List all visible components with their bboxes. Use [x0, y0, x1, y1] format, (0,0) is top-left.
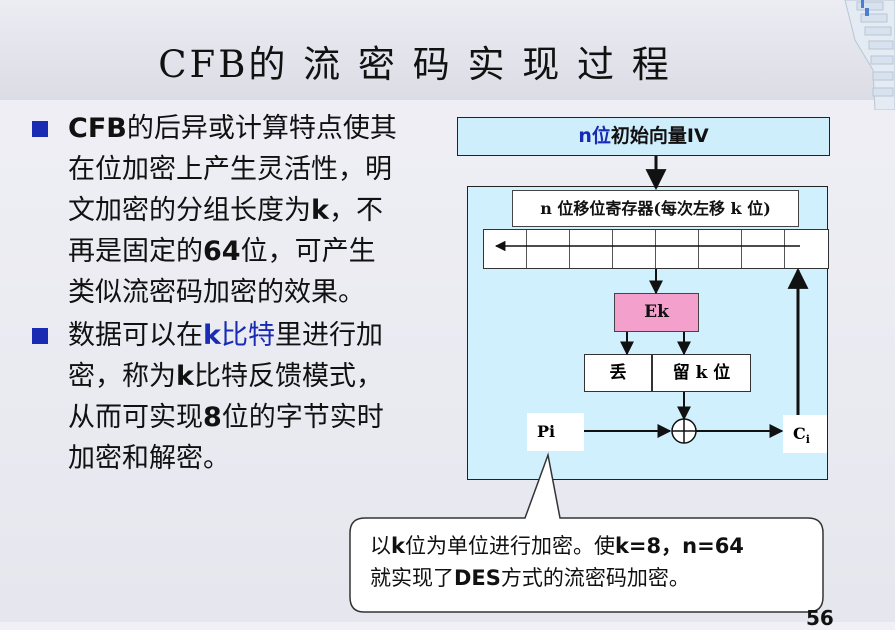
register-cell-divider — [698, 230, 699, 268]
callout-line1-a: 以 — [370, 534, 391, 558]
register-cell-divider — [784, 230, 785, 268]
callout-line1-b: 位为单位进行加密。使 — [404, 534, 615, 558]
iv-label-rest: 初始向量IV — [610, 125, 709, 147]
bullet-2-text2: 里进行加密，称为 — [68, 320, 383, 392]
callout-line-2: 就实现了DES方式的流密码加密。 — [370, 562, 810, 594]
bullet-2-k: k — [203, 320, 221, 351]
iv-box: n位初始向量IV — [457, 117, 830, 156]
callout-line2-des: DES — [454, 566, 501, 590]
register-cell-divider — [741, 230, 742, 268]
bullet-1-lead: CFB — [68, 113, 127, 144]
bullet-2-text: 数据可以在 — [68, 320, 203, 351]
callout-line2-b: 方式的流密码加密。 — [500, 566, 690, 590]
bullet-list: CFB的后异或计算特点使其在位加密上产生灵活性，明文加密的分组长度为k，不再是固… — [28, 108, 398, 481]
callout-line1-k: k — [391, 534, 405, 558]
callout-bubble — [349, 452, 824, 613]
register-cell-divider — [612, 230, 613, 268]
register-cell-divider — [526, 230, 527, 268]
staircase-decoration — [844, 0, 895, 110]
bullet-2-text4: 位的字节实时加密和解密。 — [68, 402, 384, 474]
register-cell-divider — [569, 230, 570, 268]
bullet-1-text: 的后异或计算特点使其在位加密上产生灵活性，明文加密的分组长度为 — [68, 113, 397, 226]
bullet-2-num: 8 — [203, 402, 222, 433]
callout-line-1: 以k位为单位进行加密。使k=8，n=64 — [370, 530, 810, 562]
shift-register — [483, 229, 829, 269]
plaintext-pi-box: Pi — [527, 413, 584, 451]
bullet-1-text3: 位，可产生类似流密码加密的效果。 — [68, 236, 376, 308]
callout-line1-eq: k=8，n=64 — [614, 534, 744, 558]
bullet-1-k: k — [311, 195, 329, 226]
bullet-item-2: 数据可以在k比特里进行加密，称为k比特反馈模式，从而可实现8位的字节实时加密和解… — [28, 315, 398, 479]
slide-title: CFB的 流 密 码 实 现 过 程 — [158, 43, 672, 86]
bullet-1-num: 64 — [203, 236, 241, 267]
bullet-1-text2: ，不再是固定的 — [68, 195, 383, 267]
callout-line2-a: 就实现了 — [370, 566, 454, 590]
page-number: 56 — [806, 606, 834, 630]
bullet-item-1: CFB的后异或计算特点使其在位加密上产生灵活性，明文加密的分组长度为k，不再是固… — [28, 108, 398, 313]
callout-text: 以k位为单位进行加密。使k=8，n=64 就实现了DES方式的流密码加密。 — [370, 530, 810, 594]
register-cell-divider — [655, 230, 656, 268]
keep-k-bits-box: 留 k 位 — [652, 354, 751, 392]
title-band — [0, 0, 895, 100]
shift-register-label: n 位移位寄存器(每次左移 k 位) — [512, 190, 799, 227]
discard-box: 丢 — [584, 354, 652, 392]
bullet-square-icon — [32, 328, 48, 344]
ci-subscript: i — [805, 433, 810, 447]
bullet-2-k2: k — [176, 361, 194, 392]
ciphertext-ci-box: Ci — [783, 415, 827, 453]
bullet-2-blue-text: 比特 — [220, 320, 275, 351]
iv-label-prefix: n位 — [578, 125, 611, 147]
ci-label: C — [793, 424, 806, 443]
bullet-square-icon — [32, 121, 48, 137]
bullet-2-text3: 比特反馈模式，从而可实现 — [68, 361, 383, 433]
